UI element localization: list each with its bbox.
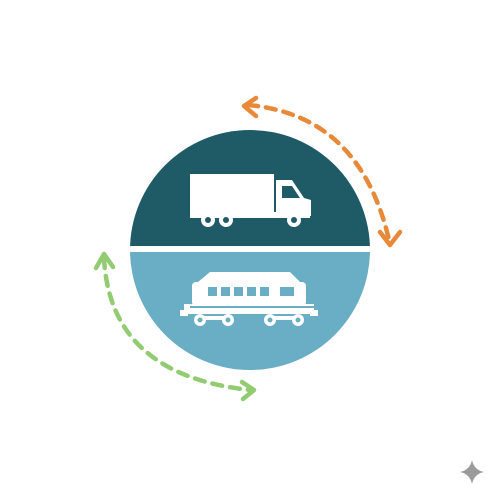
truck-icon	[190, 174, 311, 227]
locomotive-icon	[180, 272, 318, 326]
mode-circle	[130, 130, 370, 370]
sparkle-icon	[460, 460, 484, 484]
curved-arrow-counterclockwise-icon	[93, 251, 257, 402]
circle-divider	[130, 246, 370, 252]
curved-arrow-clockwise-icon	[241, 95, 403, 248]
